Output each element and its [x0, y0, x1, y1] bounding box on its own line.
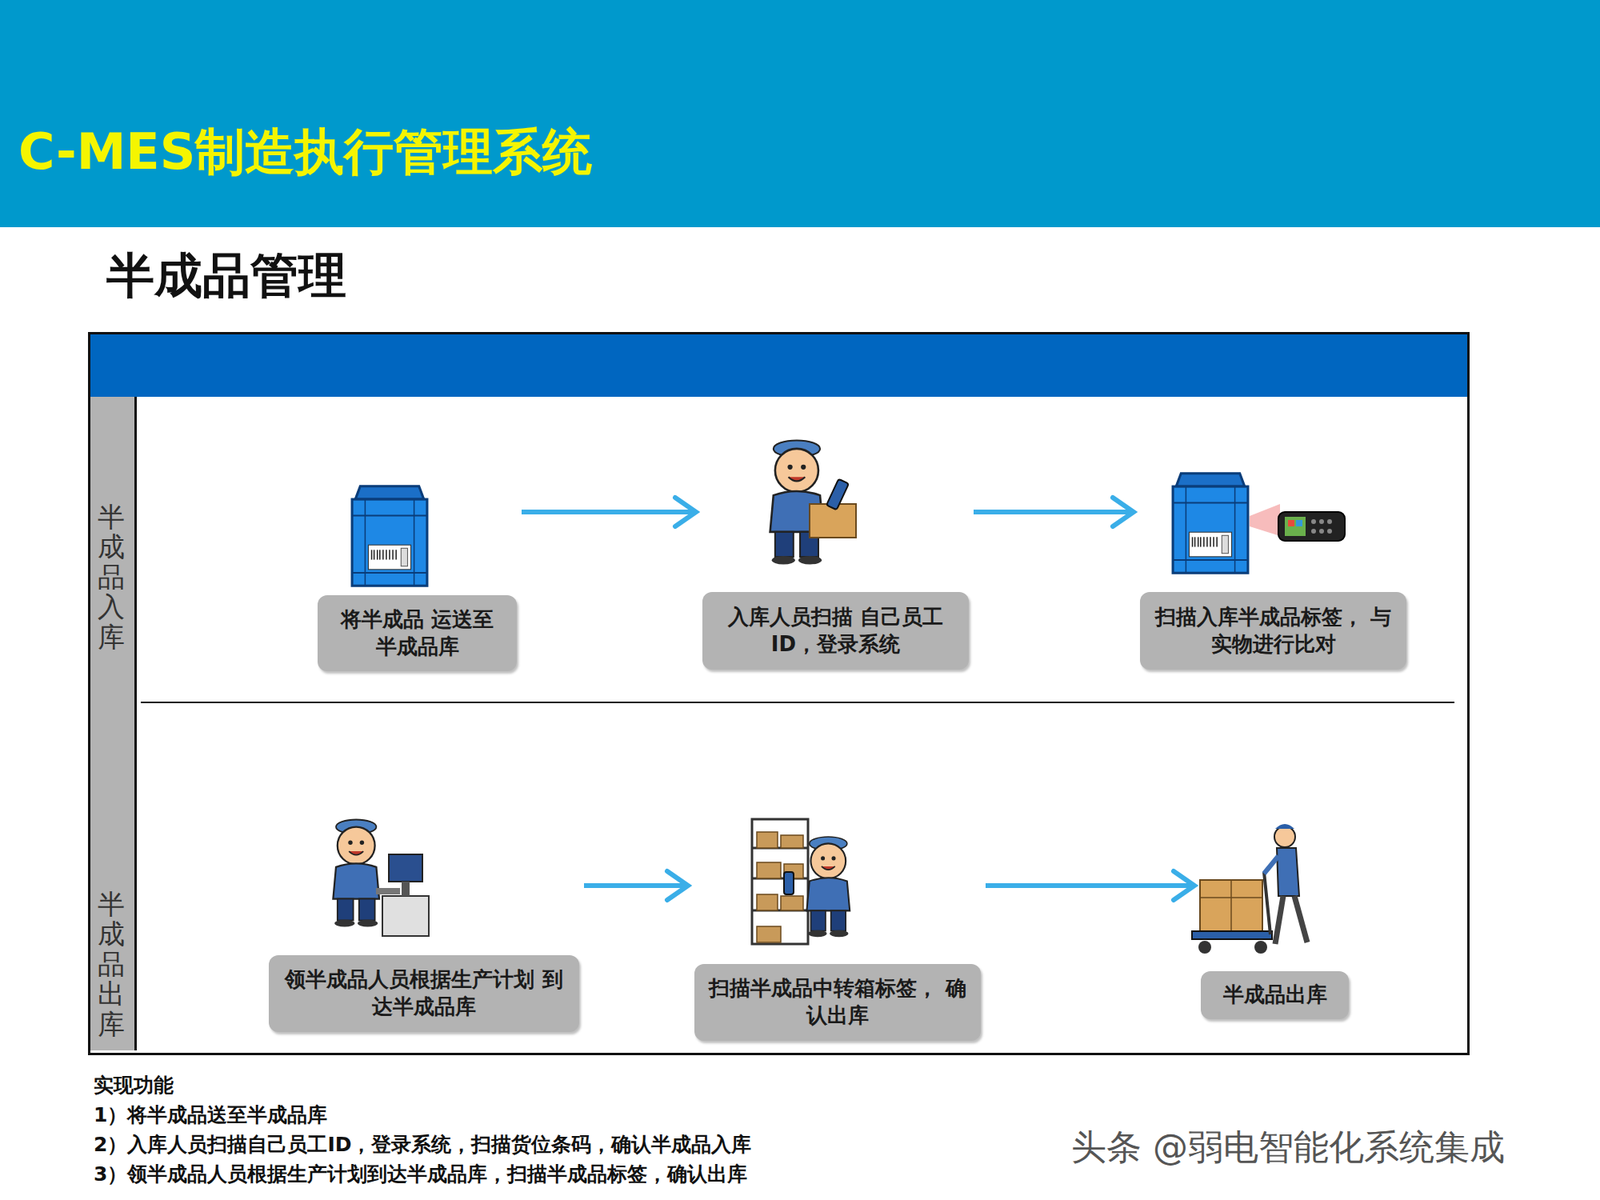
process-box: 领半成品人员根据生产计划 到达半成品库: [268, 955, 580, 1032]
flow-arrow: [985, 871, 1195, 900]
watermark: 头条 @弱电智能化系统集成: [1071, 1124, 1505, 1172]
note-heading: 实现功能: [93, 1072, 174, 1099]
box-text: 半成品出库: [1223, 981, 1328, 1009]
box-text: 将半成品 运送至半成品库: [330, 606, 504, 661]
box-text: 扫描半成品中转箱标签， 确认出库: [707, 975, 968, 1030]
lane-label: 半成品出库: [97, 889, 125, 1040]
process-box: 入库人员扫描 自己员工ID，登录系统: [702, 592, 969, 670]
lane-label: 半成品入库: [97, 502, 125, 652]
frame-band: [90, 334, 1468, 397]
flow-arrow: [973, 497, 1134, 527]
page-title: C-MES制造执行管理系统: [18, 118, 592, 186]
flow-arrow: [584, 871, 688, 900]
note-line: 1）将半成品送至半成品库: [93, 1101, 328, 1128]
process-box: 扫描入库半成品标签， 与实物进行比对: [1140, 592, 1407, 670]
process-box: 半成品出库: [1200, 971, 1349, 1020]
section-heading: 半成品管理: [106, 244, 347, 309]
divider-line: [140, 701, 1455, 704]
box-text: 扫描入库半成品标签， 与实物进行比对: [1152, 604, 1394, 659]
flow-arrow: [521, 497, 696, 527]
box-text: 领半成品人员根据生产计划 到达半成品库: [281, 966, 567, 1021]
process-box: 将半成品 运送至半成品库: [317, 595, 517, 672]
header-bar: [0, 0, 1600, 228]
box-text: 入库人员扫描 自己员工ID，登录系统: [715, 604, 956, 659]
note-line: 2）入库人员扫描自己员工ID，登录系统，扫描货位条码，确认半成品入库: [93, 1131, 752, 1158]
note-line: 3）领半成品人员根据生产计划到达半成品库，扫描半成品标签，确认出库: [93, 1160, 748, 1188]
process-box: 扫描半成品中转箱标签， 确认出库: [694, 964, 981, 1041]
